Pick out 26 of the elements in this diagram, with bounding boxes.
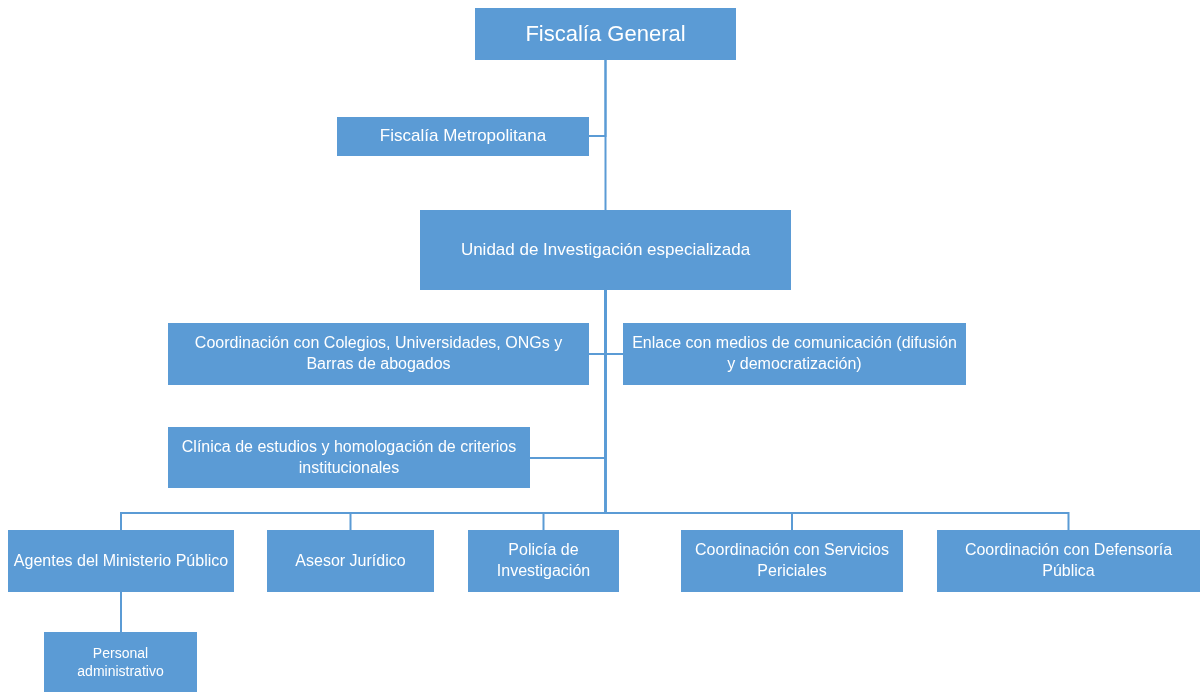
org-box	[937, 530, 1200, 592]
box-label: Asesor Jurídico	[295, 550, 406, 571]
connector-line	[604, 59, 607, 211]
box-label: Fiscalía Metropolitana	[379, 125, 547, 148]
org-box	[168, 427, 530, 488]
org-box	[337, 117, 589, 156]
org-box	[168, 323, 589, 385]
box-label: Fiscalía General	[525, 19, 686, 48]
org-box	[623, 323, 966, 385]
org-box	[475, 8, 736, 60]
box-label: Coordinación con Colegios, Universidades, ONGs y Barras de abogados	[193, 333, 564, 374]
box-label: Agentes del Ministerio Público	[13, 550, 229, 571]
box-label: Policía de Investigación	[495, 540, 592, 581]
box-label: Unidad de Investigación especializada	[460, 238, 751, 261]
box-label: Clínica de estudios y homologación de criterios institucionales	[180, 436, 518, 478]
org-box	[267, 530, 434, 592]
box-label: Coordinación con Servicios Periciales	[694, 540, 890, 581]
connector-line	[120, 591, 122, 633]
org-box	[681, 530, 903, 592]
box-label: Personal administrativo	[76, 643, 165, 681]
box-label: Enlace con medios de comunicación (difusión y democratización)	[631, 333, 958, 374]
org-box	[44, 632, 197, 692]
org-box	[8, 530, 234, 592]
org-box	[420, 210, 791, 290]
box-label: Coordinación con Defensoría Pública	[963, 540, 1174, 581]
org-box	[468, 530, 619, 592]
